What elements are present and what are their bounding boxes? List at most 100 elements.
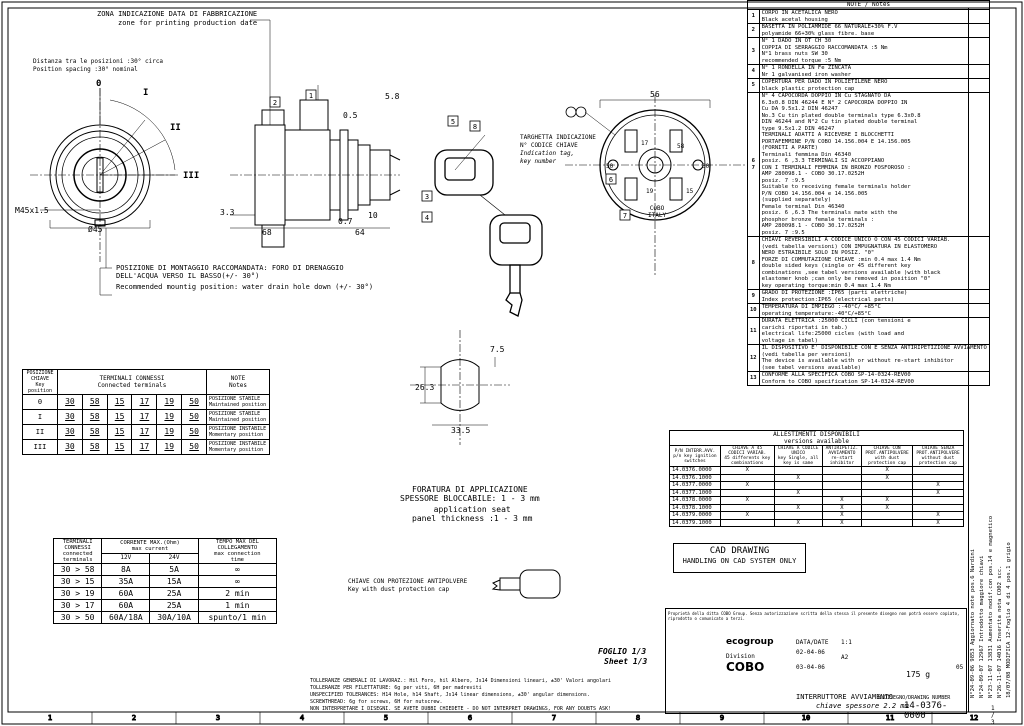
- date-zone-label: ZONA INDICAZIONE DATA DI FABBRICAZIONE: [97, 10, 258, 18]
- dim-33-5: 33.5: [451, 426, 470, 435]
- aperture-label-en: application seat panel thickness :1 - 3 …: [412, 505, 533, 523]
- diameter-label: Ø45: [88, 224, 103, 234]
- dim-64: 64: [355, 228, 365, 237]
- position-table: POSIZIONE CHIAVE Key position TERMINALI …: [22, 369, 270, 455]
- svg-text:50: 50: [606, 163, 614, 170]
- svg-text:58: 58: [677, 143, 685, 150]
- sheet-count: 1 / 3: [991, 705, 995, 726]
- balloon-5: 5: [451, 118, 455, 126]
- spacing-label: Distanza tra le posizioni :30° circa: [33, 58, 164, 65]
- grid-col-label: 10: [802, 714, 810, 722]
- right-front-view: [565, 95, 745, 275]
- grid-col-label: 3: [216, 714, 220, 722]
- dim-56: 56: [650, 90, 660, 99]
- dim-10: 10: [368, 211, 378, 220]
- division-label: Division: [726, 653, 755, 660]
- revision-entry: N°24-09-07 12967 Introdotto maggiore chi…: [979, 555, 985, 698]
- svg-text:15: 15: [686, 188, 694, 195]
- revision-column: N°24-09-06 9853 Aggiornato note pos.6 Na…: [968, 8, 1017, 712]
- drawn-date: 02-04-06: [796, 649, 825, 656]
- panel-aperture: [410, 330, 510, 445]
- grid-col-label: 1: [48, 714, 52, 722]
- cobo-mark: COBO ITALY: [648, 205, 667, 219]
- dim-3-3: 3.3: [220, 208, 235, 217]
- brand-logo: COBO: [726, 660, 765, 674]
- grid-col-label: 11: [886, 714, 894, 722]
- position-labels: 0 I II III: [96, 79, 199, 181]
- balloon-4: 4: [425, 214, 429, 222]
- grid-col-label: 12: [970, 714, 978, 722]
- terminal-labels: 17 58 19 15 50 30: [606, 140, 710, 195]
- scale-value: 1:1: [841, 639, 852, 646]
- pos-3-label: III: [183, 171, 199, 181]
- balloon-8: 8: [473, 123, 477, 131]
- dim-5-8: 5.8: [385, 92, 400, 101]
- grid-col-label: 5: [384, 714, 388, 722]
- dimension-labels: 5.8 0.5 0.7 10 3.3 68 64 56 26.3 7.5 33.…: [15, 90, 660, 435]
- svg-text:30: 30: [702, 163, 710, 170]
- balloon-2: 2: [273, 99, 277, 107]
- grid-col-label: 6: [468, 714, 472, 722]
- spacing-label-en: Position spacing :30° nominal: [33, 66, 138, 73]
- notes-title: NOTE / Notes: [747, 0, 990, 10]
- front-view: [30, 88, 180, 268]
- mount-label-en: Recommended mountig position: water drai…: [116, 283, 374, 291]
- revision-entry: N°24-09-06 9853 Aggiornato note pos.6 Na…: [970, 548, 976, 698]
- sheet-label-en: Sheet 1/3: [604, 657, 648, 666]
- sheet-label: FOGLIO 1/3: [598, 647, 647, 656]
- current-table: TERMINALI CONNESSI connected terminals C…: [52, 538, 278, 624]
- pos-2-label: II: [170, 123, 181, 133]
- drawing-number: 14-0376-0000: [904, 701, 948, 721]
- date-zone-label-en: zone for printing production date: [118, 19, 258, 27]
- format-value: A2: [841, 654, 849, 661]
- key-image: [434, 149, 543, 317]
- mount-label: POSIZIONE DI MONTAGGIO RACCOMANDATA: FOR…: [116, 264, 344, 280]
- revision-entry: 18/07/08 MODIFICA 12-Foglio 4 di 4 pos.1…: [1006, 542, 1012, 698]
- dim-0-5: 0.5: [343, 111, 358, 120]
- grid-col-label: 7: [552, 714, 556, 722]
- balloon-markers: [269, 89, 631, 223]
- svg-text:17: 17: [641, 140, 649, 147]
- revision-entry: N°26-11-07 14016 Inserita nota CO02 scc.: [997, 565, 1003, 698]
- tolerance-notes: TOLLERANZE GENERALI DI LAVORAZ.: Hil For…: [310, 678, 612, 712]
- cad-drawing-box: CAD DRAWING HANDLING ON CAD SYSTEM ONLY: [673, 543, 806, 573]
- logo-group: ecogroup: [726, 637, 774, 647]
- side-view: [230, 85, 401, 248]
- balloon-3: 3: [425, 193, 429, 201]
- key-cap-label-en: Key with dust protection cap: [348, 586, 450, 593]
- revision-entry: N°23-11-07 13831 Aumentato modif.con pos…: [988, 515, 994, 698]
- title-block: Proprietà della ditta COBO Group. Senza …: [665, 608, 995, 726]
- balloon-7: 7: [623, 212, 627, 220]
- pos-1-label: I: [143, 88, 148, 98]
- title-en: chiave spessore 2.2 mm: [816, 702, 909, 710]
- dim-68: 68: [262, 228, 272, 237]
- versions-table: ALLESTIMENTI DISPONIBILI versions availa…: [669, 430, 964, 527]
- aperture-label: FORATURA DI APPLICAZIONE SPESSORE BLOCCA…: [400, 485, 540, 503]
